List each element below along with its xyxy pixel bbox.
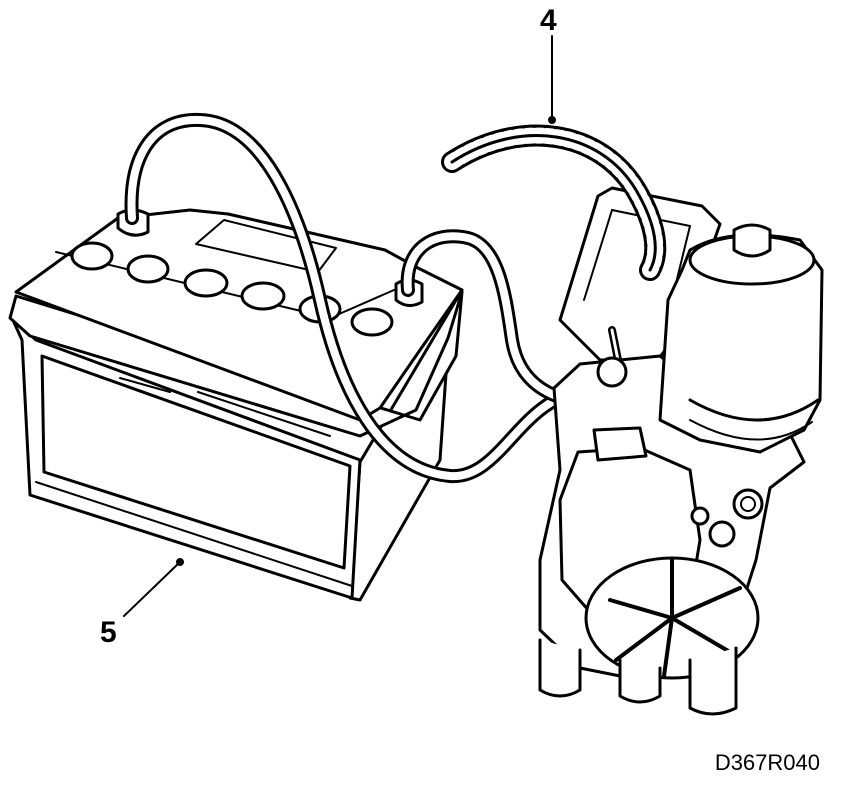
output-pin [538,638,582,698]
leader-dot-5 [176,558,184,566]
motor-bearing-boss [732,223,772,258]
battery [8,208,464,602]
leader-dot-4 [548,116,556,124]
callout-label-5: 5 [100,616,117,649]
mounting-hole [732,488,764,520]
cell-cap [350,307,394,337]
battery-base-line [35,481,353,587]
battery-front-ridge [119,377,171,393]
drive-cable [441,124,667,281]
cell-cap [183,268,229,298]
battery-lid-panel [195,219,337,273]
output-pin [618,658,662,704]
mounting-hole [708,520,736,548]
motor-band [689,419,813,441]
cell-cap [126,254,170,284]
mounting-hole [690,506,710,526]
battery-front-ridge [197,391,331,437]
leader-line-5 [123,561,181,617]
battery-lid-top [14,208,464,422]
figure-code: D367R040 [714,750,820,775]
connector-socket [592,426,648,462]
leader-lines [123,35,556,617]
motor-gearbox [538,186,824,716]
cell-cap [240,281,286,311]
battery-front-panel [40,354,352,570]
drive-cable-centre [450,134,657,272]
motor-band [688,398,820,422]
battery-front [10,316,362,600]
cell-cap [70,241,114,271]
cable-entry-hole [596,356,628,388]
gear-cover-ribs [608,558,742,678]
output-pin [688,646,738,716]
callout-label-4: 4 [540,4,557,37]
